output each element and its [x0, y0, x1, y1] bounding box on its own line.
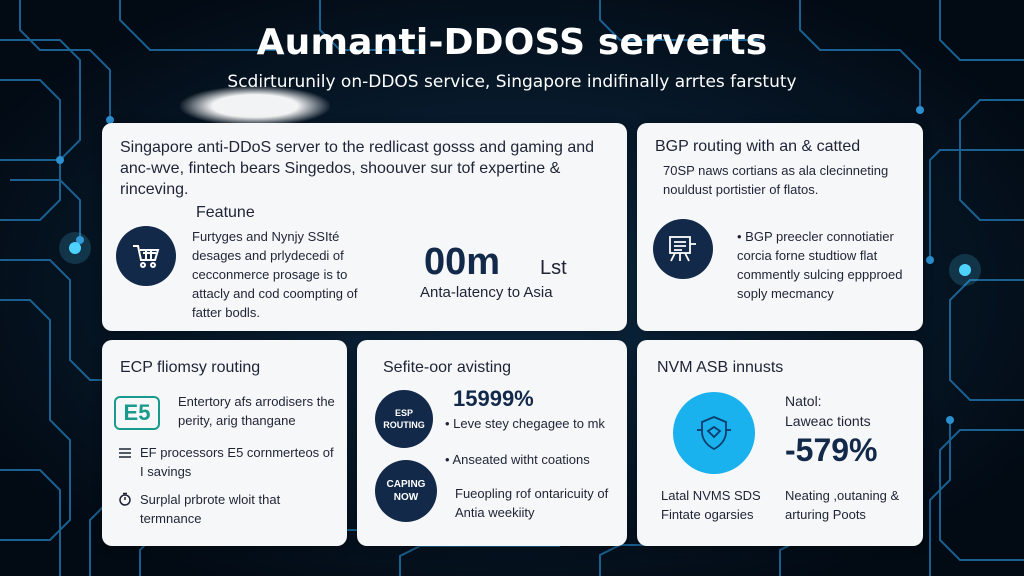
sefite-bullet1: • Leve stey chegagee to mk [445, 416, 605, 431]
ecp-heading: ECP fliomsy routing [120, 359, 261, 376]
nvm-heading: NVM ASB innusts [657, 359, 784, 376]
bgp-bullet: • BGP preecler connotiatier corcia forne… [737, 229, 903, 301]
ecp-routing-card: ECP fliomsy routing E5 Entertory afs arr… [102, 340, 347, 546]
main-intro-text: Singapore anti-DDoS server to the redlic… [120, 139, 595, 198]
sefite-card: Sefite-oor avisting ESP ROUTING 15999% •… [357, 340, 627, 546]
sefite-bullet2-text: Anseated witht coations [452, 452, 590, 467]
timer-icon [118, 492, 132, 506]
nvm-card: NVM ASB innusts Natol: Laweac tionts -57… [637, 340, 923, 546]
caping-now-label: CAPING NOW [386, 479, 426, 503]
ecp-text1: Entertory afs arrodisers the perity, ari… [178, 394, 335, 428]
bgp-text: 70SP naws cortians as ala clecinneting n… [663, 163, 889, 197]
nvm-caption1: Latal NVMS SDS Fintate ogarsies [661, 488, 761, 522]
ecp-text3: Surplal prbrote wloit that termnance [140, 492, 281, 526]
bgp-heading: BGP routing with an & catted [655, 138, 861, 155]
feature-text: Furtyges and Nynjy SSIté desages and prl… [192, 229, 358, 320]
esp-routing-label: ESP ROUTING [383, 408, 425, 430]
sefite-metric: 15999% [453, 386, 534, 411]
nvm-caption2: Neating ,outaning & arturing Poots [785, 488, 900, 522]
bgp-routing-card: BGP routing with an & catted 70SP naws c… [637, 123, 923, 331]
shield-icon [673, 392, 755, 474]
esp-routing-badge: ESP ROUTING [375, 390, 433, 448]
latency-caption: Anta-latency to Asia [420, 284, 553, 301]
e5-badge: E5 [114, 396, 160, 430]
latency-metric-unit: Lst [540, 257, 567, 279]
sefite-heading: Sefite-oor avisting [383, 359, 512, 376]
caping-now-badge: CAPING NOW [375, 460, 437, 522]
feature-heading: Featune [196, 204, 255, 221]
nvm-metric: -579% [785, 432, 878, 468]
routing-diagram-icon [653, 219, 713, 279]
ecp-text2: EF processors E5 cornmerteos of I saving… [140, 445, 334, 479]
shopping-cart-icon [116, 226, 176, 286]
bgp-bullet-text: BGP preecler connotiatier corcia forne s… [737, 229, 903, 301]
latency-metric-value: 00m [424, 241, 501, 283]
main-feature-card: Singapore anti-DDoS server to the redlic… [102, 123, 627, 331]
sefite-bullet2: • Anseated witht coations [445, 452, 590, 467]
page-subtitle: Scdirturunily on-DDOS service, Singapore… [227, 72, 797, 92]
sefite-bullet1-text: Leve stey chegagee to mk [453, 416, 605, 431]
nvm-label2: Laweac tionts [785, 413, 871, 429]
stack-icon [118, 446, 132, 458]
sefite-text3: Fueopling rof ontaricuity of Antia weeki… [455, 486, 609, 520]
page-title: Aumanti-DDOSS serverts [256, 22, 768, 63]
nvm-label1: Natol: [785, 393, 822, 409]
cloud-decoration [180, 86, 330, 126]
